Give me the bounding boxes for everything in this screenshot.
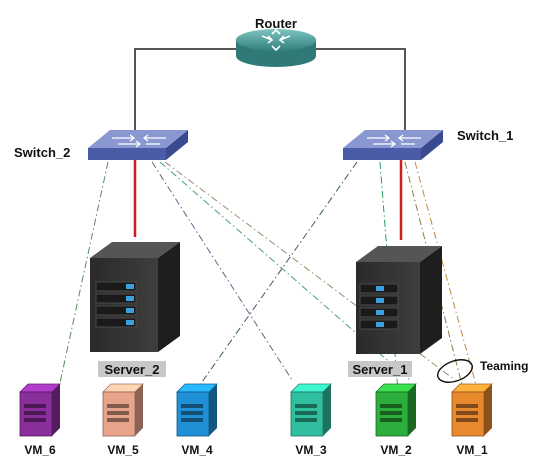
vm2-label: VM_2 xyxy=(380,443,412,457)
vm3-drive-slot xyxy=(295,418,317,422)
vm5-drive-slot xyxy=(107,418,129,422)
vm5-box[interactable] xyxy=(102,383,144,437)
server-1[interactable] xyxy=(356,246,442,354)
switch-1-label: Switch_1 xyxy=(457,128,513,143)
switch-1-arrows-icon xyxy=(367,134,421,148)
vm2-drive-slot xyxy=(380,404,402,408)
router-to-switch1-link xyxy=(316,48,406,138)
vm1-drive-slot xyxy=(456,404,478,408)
vm6-drive-slot xyxy=(24,411,46,415)
teaming-ellipse xyxy=(437,359,473,383)
switch-1[interactable] xyxy=(343,130,443,160)
vm6-box[interactable] xyxy=(19,383,61,437)
vm1-box[interactable] xyxy=(451,383,493,437)
vm1-label: VM_1 xyxy=(456,443,488,457)
vm4-label: VM_4 xyxy=(181,443,213,457)
server-1-label: Server_1 xyxy=(353,362,408,377)
vm2-box[interactable] xyxy=(375,383,417,437)
vm1-drive-slot xyxy=(456,411,478,415)
router[interactable] xyxy=(236,28,316,67)
server-1-label-bg xyxy=(348,361,412,377)
vm4-box[interactable] xyxy=(176,383,218,437)
switch-2-label: Switch_2 xyxy=(14,145,70,160)
vm5-label: VM_5 xyxy=(107,443,139,457)
switch-2-arrows-icon xyxy=(112,134,166,148)
server-1-drive-bays xyxy=(359,283,399,330)
switch-2[interactable] xyxy=(88,130,188,160)
vm6-drive-slot xyxy=(24,418,46,422)
server-2-label-bg xyxy=(98,361,166,377)
vm4-drive-slot xyxy=(181,411,203,415)
vm3-label: VM_3 xyxy=(295,443,327,457)
server-2-drive-bays xyxy=(95,281,137,328)
server-2-label: Server_2 xyxy=(105,362,160,377)
vm2-drive-slot xyxy=(380,411,402,415)
router-to-switch2-link xyxy=(134,48,236,138)
server-links xyxy=(133,160,403,240)
vm1-drive-slot xyxy=(456,418,478,422)
vm1-to-switch1-link xyxy=(404,161,463,386)
vm6-label: VM_6 xyxy=(24,443,56,457)
vm4-drive-slot xyxy=(181,418,203,422)
router-uplinks xyxy=(134,48,406,138)
vm4-drive-slot xyxy=(181,404,203,408)
vm3-drive-slot xyxy=(295,411,317,415)
vm3-drive-slot xyxy=(295,404,317,408)
vm2-drive-slot xyxy=(380,418,402,422)
router-label: Router xyxy=(255,16,297,31)
vm6-drive-slot xyxy=(24,404,46,408)
vm3-box[interactable] xyxy=(290,383,332,437)
vm6-to-switch2-link xyxy=(57,161,109,393)
router-arrows-icon xyxy=(261,28,291,52)
vm5-drive-slot xyxy=(107,411,129,415)
vm2-to-switch2-link xyxy=(164,161,456,381)
server-2[interactable] xyxy=(90,242,180,352)
teaming-label: Teaming xyxy=(480,359,528,373)
vm4-to-switch1-link xyxy=(194,161,358,393)
vm1-to-switch1-link-2 xyxy=(414,161,477,386)
vm5-drive-slot xyxy=(107,404,129,408)
vm-group: VM_6 VM_5 VM_4 VM_3 VM_2 VM_1 xyxy=(19,383,493,457)
